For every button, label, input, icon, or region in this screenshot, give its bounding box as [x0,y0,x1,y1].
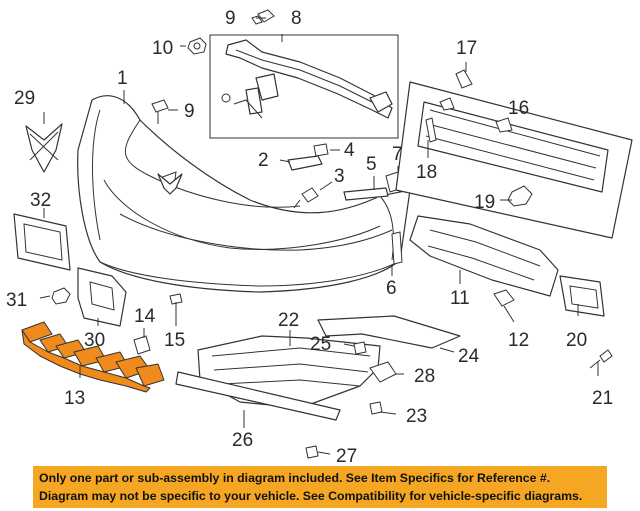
callout-23: 23 [406,406,427,427]
bolt-9-top [251,9,275,25]
callout-4: 4 [344,140,355,161]
callout-21: 21 [592,388,613,409]
clip-4 [313,143,329,157]
clip-14 [133,335,151,355]
callout-24: 24 [458,346,480,367]
callout-27: 27 [336,446,357,462]
callout-7: 7 [392,144,403,165]
bolt-27 [305,445,319,459]
callout-labels: 1 2 3 4 5 6 7 8 9 9 10 11 12 13 14 15 16… [6,8,613,462]
callout-29: 29 [14,88,35,109]
callout-26: 26 [232,430,253,451]
callout-17: 17 [456,38,477,59]
stud-6 [391,231,403,265]
callout-32: 32 [30,190,51,211]
bracket-17 [455,69,473,89]
disclaimer-line-1: Only one part or sub-assembly in diagram… [39,471,551,485]
callout-30: 30 [84,330,105,351]
callout-18: 18 [416,162,437,183]
bracket-5 [343,187,389,201]
bolt-9-mid [151,99,169,124]
callout-5: 5 [366,154,377,175]
callout-12: 12 [508,330,529,351]
callout-3: 3 [334,166,345,187]
deflector-26 [175,371,341,421]
callout-9a: 9 [225,8,236,29]
disclaimer-line-2: Diagram may not be specific to your vehi… [39,489,583,503]
rivet-21 [589,349,613,369]
disclaimer-banner: Only one part or sub-assembly in diagram… [33,466,607,508]
callout-25: 25 [310,334,331,355]
callout-28: 28 [414,366,435,387]
upper-bracket-part [221,39,393,119]
callout-20: 20 [566,330,587,351]
callout-2: 2 [258,150,269,171]
callout-19: 19 [474,192,495,213]
callout-8: 8 [291,8,302,29]
bolt-12 [493,289,515,307]
callout-16: 16 [508,98,529,119]
parts-diagram: 1 2 3 4 5 6 7 8 9 9 10 11 12 13 14 15 16… [6,8,633,462]
bar-clips [439,97,513,133]
bracket-2 [287,155,323,171]
nut-10 [187,37,207,55]
nut-31 [51,287,71,305]
callout-22: 22 [278,310,299,331]
callout-9b: 9 [184,101,195,122]
splash-shield-13-highlight [21,321,165,393]
callout-10: 10 [152,38,173,59]
bracket-20 [559,275,605,317]
undertray-22 [197,335,381,409]
bolt-15 [169,293,183,314]
callout-13: 13 [64,388,85,409]
callout-6: 6 [386,278,397,299]
bolt-3 [293,187,319,209]
inset-box-bracket [209,34,399,139]
emblem-29 [25,123,63,173]
callout-11: 11 [450,288,470,309]
absorber-11 [409,215,559,297]
license-plate-32 [13,213,71,271]
callout-31: 31 [6,290,27,311]
impact-bar-16 [395,81,633,239]
callout-1: 1 [117,68,128,89]
callout-14: 14 [134,306,156,327]
bolt-25 [353,341,367,355]
leader-lines [39,17,599,455]
seal-24 [317,315,461,349]
bracket-30 [77,267,127,327]
callout-15: 15 [164,330,185,351]
bolt-18 [425,117,437,143]
